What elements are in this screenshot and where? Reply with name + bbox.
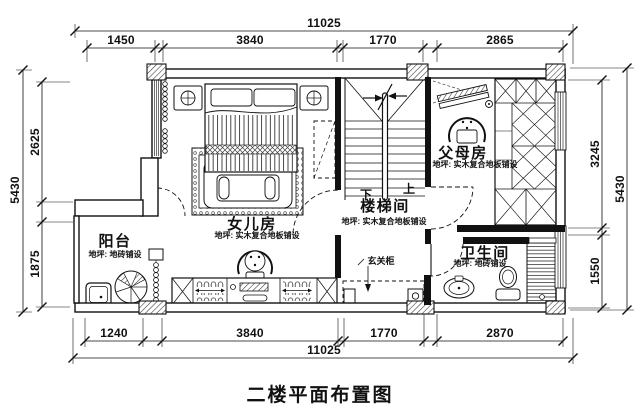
entry-cabinet-label: 玄关柜 — [367, 256, 395, 266]
dim-bottom-overall: 11025 — [307, 343, 341, 357]
wardrobe-daughter — [171, 277, 338, 306]
dim-left-1875: 1875 — [28, 250, 42, 278]
dim-bottom-2870: 2870 — [486, 326, 514, 340]
dim-top-overall: 11025 — [307, 16, 341, 30]
floor-label-stairwell: 地坪: 实木复合地板铺设 — [341, 217, 427, 226]
stairs — [344, 77, 426, 201]
door-arcs — [156, 186, 474, 277]
room-label-bathroom: 卫生间 — [460, 245, 510, 262]
dim-bottom-1240: 1240 — [100, 326, 128, 340]
toilet — [495, 266, 521, 301]
shelf-parents — [432, 80, 493, 109]
interior-walls — [335, 77, 565, 305]
curtain-coil-window — [162, 81, 168, 154]
stair-down-label: 下 — [359, 188, 373, 202]
void-dashed-closet — [313, 120, 336, 179]
columns — [138, 63, 566, 315]
floor-label-daughter: 地坪: 实木复合地板铺设 — [214, 231, 300, 240]
floor-label-bathroom: 地坪: 地砖铺设 — [453, 259, 507, 268]
dim-bottom-3840: 3840 — [236, 326, 264, 340]
dim-right-3245: 3245 — [588, 140, 602, 168]
windows — [154, 80, 567, 289]
bed — [204, 83, 298, 173]
dim-right-1550: 1550 — [588, 257, 602, 285]
balcony-drain-box — [85, 282, 112, 307]
floor-label-balcony: 地坪: 地砖铺设 — [88, 250, 142, 259]
room-label-balcony: 阳台 — [98, 233, 132, 250]
balcony-curtain-coil — [148, 248, 164, 303]
armchair-parents — [448, 117, 486, 144]
sink — [443, 275, 475, 299]
dim-top-1450: 1450 — [107, 33, 135, 47]
floor-label-parents: 地坪: 实木复合地板铺设 — [432, 160, 518, 169]
armchair-daughter — [237, 250, 273, 280]
dim-bottom-1770: 1770 — [370, 326, 398, 340]
dim-right-overall: 5430 — [613, 175, 627, 203]
dim-left-2625: 2625 — [28, 128, 42, 156]
balcony-table — [114, 270, 148, 304]
drawing-title: 二楼平面布置图 — [241, 380, 398, 409]
dim-top-1770: 1770 — [369, 33, 397, 47]
room-label-parents: 父母房 — [438, 145, 488, 162]
room-label-stairwell: 楼梯间 — [360, 198, 410, 215]
wardrobe-parents — [494, 78, 558, 226]
nightstand-right — [299, 85, 329, 111]
room-label-daughter: 女儿房 — [227, 216, 277, 233]
dim-top-2865: 2865 — [486, 33, 514, 47]
shower-area — [526, 242, 558, 305]
stair-up-label: 上 — [402, 182, 416, 196]
dim-top-3840: 3840 — [236, 33, 264, 47]
dim-left-overall: 5430 — [8, 176, 22, 204]
nightstand-left — [173, 85, 203, 111]
